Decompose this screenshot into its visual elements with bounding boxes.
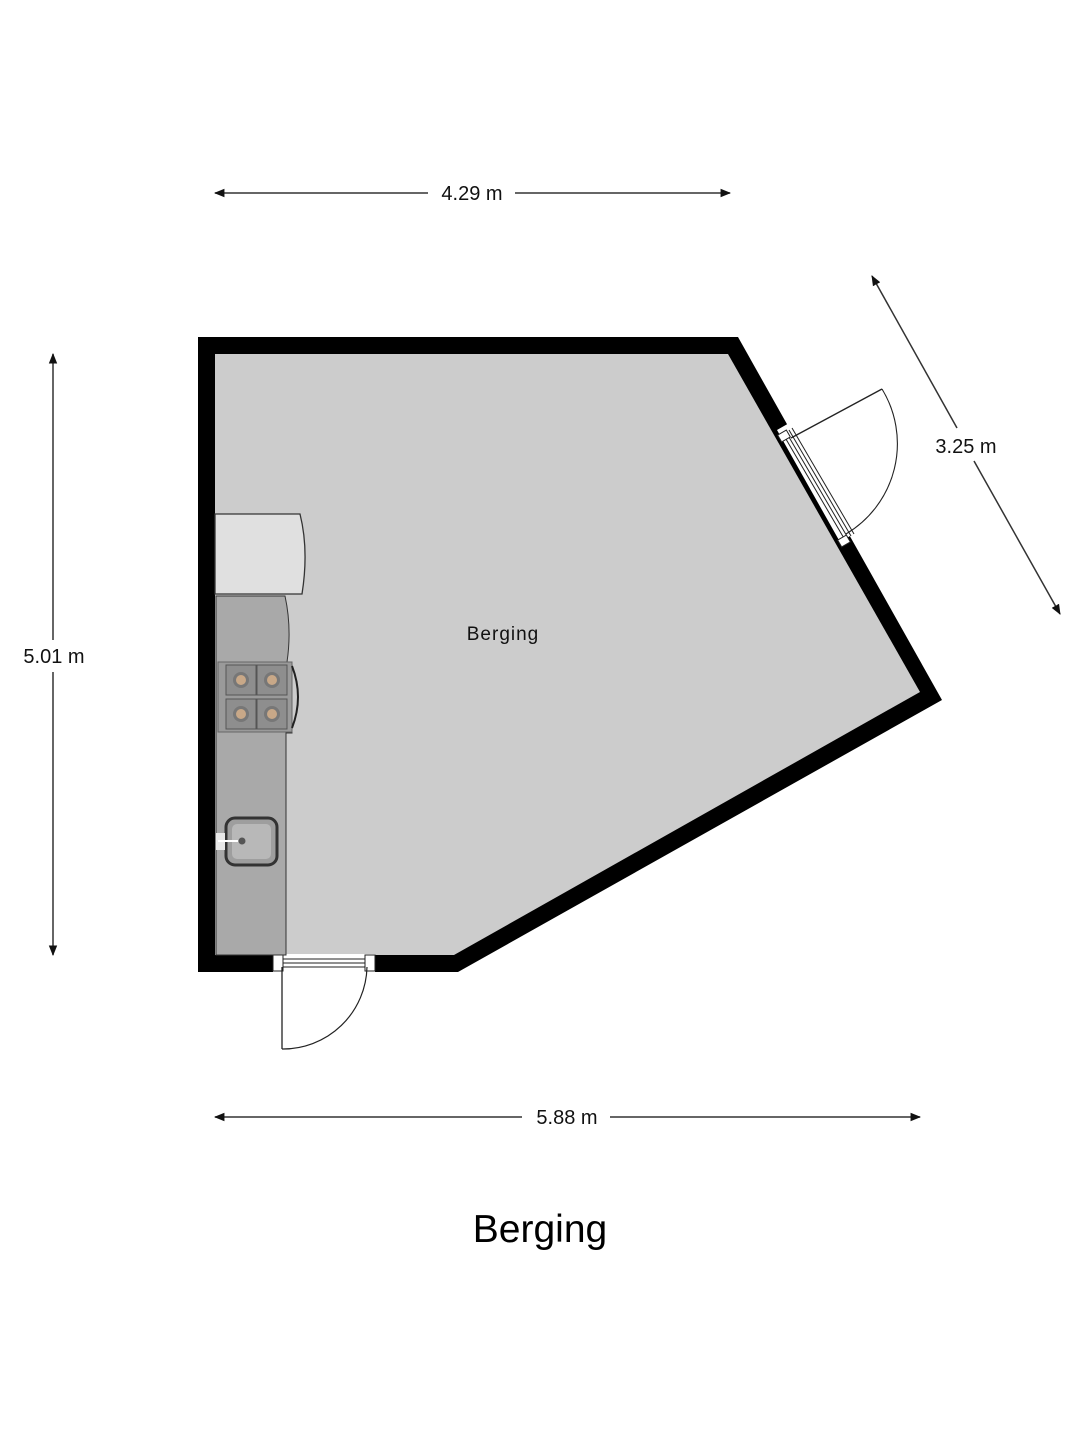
door-right[interactable] [776, 388, 898, 548]
dimension-top-label: 4.29 m [441, 183, 502, 205]
kitchen-counter [215, 595, 293, 956]
plan-caption: Berging [472, 1208, 608, 1251]
dimension-left: 5.01 m [23, 352, 85, 957]
dimension-bottom-label: 5.88 m [536, 1107, 597, 1129]
dimension-diagonal-label: 3.25 m [935, 436, 996, 458]
door-bottom[interactable] [272, 954, 376, 1050]
dimension-left-label: 5.01 m [23, 646, 84, 668]
burner-icon [233, 672, 249, 688]
room-label: Berging [467, 624, 540, 645]
room-floor [215, 354, 920, 955]
stove [217, 661, 299, 733]
dimension-bottom: 5.88 m [213, 1107, 922, 1129]
burner-icon [233, 706, 249, 722]
sink [216, 816, 279, 867]
fridge-cabinet [214, 513, 306, 595]
burner-icon [264, 672, 280, 688]
burner-icon [264, 706, 280, 722]
dimension-top: 4.29 m [213, 183, 732, 205]
dimension-diagonal: 3.25 m [871, 275, 1061, 615]
